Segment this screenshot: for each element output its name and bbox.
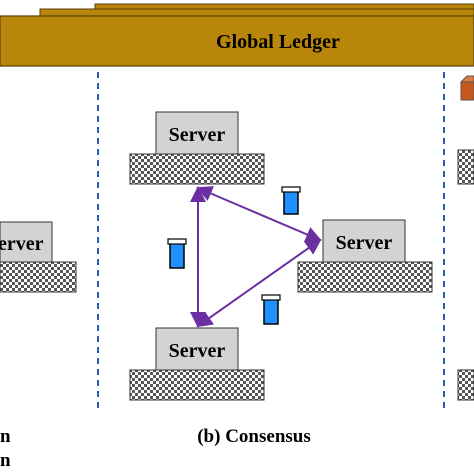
block-icon-2 <box>167 238 187 269</box>
left-server-label: erver <box>0 233 44 255</box>
right-server-base-bottom <box>457 369 474 401</box>
server-top-label: Server <box>169 124 226 146</box>
server-right: Server <box>297 219 433 293</box>
left-caption-line1: n <box>0 426 11 447</box>
server-bottom-label: Server <box>169 340 226 362</box>
right-server-base-top <box>457 149 474 185</box>
server-right-label: Server <box>336 232 393 254</box>
consensus-arrows <box>190 186 322 328</box>
server-right-box <box>322 219 406 263</box>
left-server: erver <box>0 221 77 293</box>
consensus-caption: (b) Consensus <box>197 426 311 447</box>
server-bottom-box <box>155 327 239 371</box>
left-server-box <box>0 221 53 263</box>
arrow-top-right <box>196 186 322 242</box>
server-right-base <box>297 261 433 293</box>
block-icon-3 <box>261 294 281 325</box>
server-bottom: Server <box>129 327 265 401</box>
arrow-bottom-right <box>196 238 322 328</box>
block-icon-1 <box>281 186 301 215</box>
right-panel-fragment <box>457 75 474 401</box>
server-top-base <box>129 153 265 185</box>
server-bottom-base <box>129 369 265 401</box>
global-ledger: Global Ledger <box>0 3 474 67</box>
server-top-box <box>155 111 239 155</box>
server-top: Server <box>129 111 265 185</box>
ledger-title: Global Ledger <box>216 31 340 53</box>
right-accent-box <box>460 81 474 101</box>
left-caption-line2: n <box>0 450 11 471</box>
left-server-base <box>0 261 77 293</box>
